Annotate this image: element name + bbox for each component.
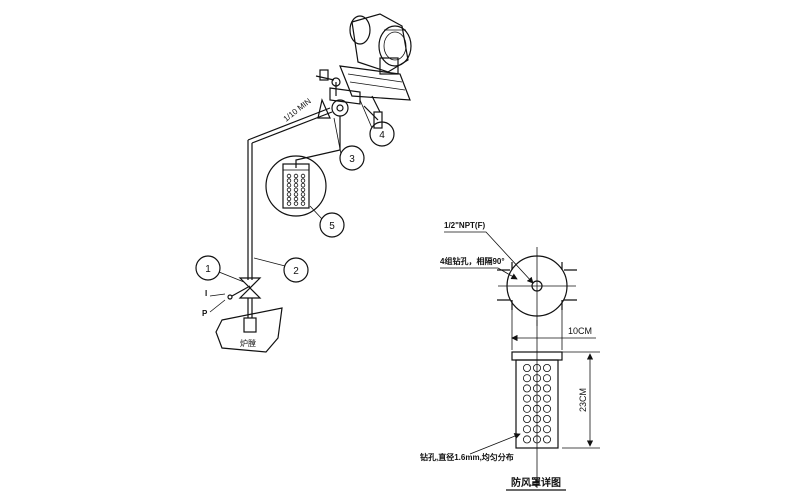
drill-hole [286, 173, 292, 179]
drill-note-leader [469, 433, 521, 455]
drill-hole [293, 173, 299, 179]
drill-hole [300, 173, 306, 179]
drill-hole [523, 404, 532, 413]
drill-hole [293, 201, 299, 206]
drill-hole [300, 182, 306, 188]
height-dimension [562, 351, 600, 449]
drill-hole [543, 374, 552, 383]
callout-4: 4 [359, 99, 395, 147]
isolation-valve-icon [227, 277, 262, 300]
drill-hole [523, 394, 532, 403]
drill-hole [543, 425, 552, 434]
height-dimension-label: 23CM [578, 388, 588, 412]
width-dimension-label: 10CM [568, 326, 592, 336]
drill-hole [293, 187, 299, 192]
wind-cap-detail-circle [265, 155, 327, 217]
drill-hole [533, 425, 542, 434]
drill-hole [293, 182, 299, 188]
drill-hole [300, 201, 306, 206]
drill-hole [543, 384, 552, 393]
valve-mark-p: P [202, 309, 208, 318]
drill-hole [543, 363, 552, 372]
drill-hole [300, 187, 306, 192]
drill-hole [523, 363, 532, 372]
drill-hole [300, 192, 306, 197]
callout-1: 1 [195, 255, 245, 283]
wind-cap-side-view [511, 320, 563, 488]
drill-hole [300, 196, 306, 202]
drill-hole [543, 414, 552, 423]
top-view-icon [497, 247, 577, 326]
callout-5: 5 [309, 205, 345, 238]
svg-text:3: 3 [349, 154, 355, 165]
drill-hole [286, 178, 292, 183]
wind-cap-icon [282, 163, 310, 209]
drill-hole [286, 192, 292, 197]
drill-hole [286, 201, 292, 206]
drill-hole [543, 394, 552, 403]
impulse-line [247, 107, 333, 280]
drill-hole [533, 363, 542, 372]
furnace-tap-fitting [243, 317, 257, 333]
slope-label: 1/10 MIN [282, 96, 313, 123]
npt-leader [444, 231, 534, 284]
drill-hole [286, 187, 292, 192]
manifold-icon [329, 65, 411, 129]
drill-hole [523, 435, 532, 444]
drill-hole [533, 414, 542, 423]
valve-handle-icon [315, 69, 341, 96]
callout-3: 3 [333, 117, 365, 171]
transmitter-icon [349, 13, 412, 75]
furnace-wall-icon [215, 307, 283, 353]
drill-hole [300, 178, 306, 183]
holes-label: 4组钻孔，相隔90° [440, 256, 505, 266]
drill-hole [293, 196, 299, 202]
drill-hole [523, 374, 532, 383]
drill-hole [523, 425, 532, 434]
npt-label: 1/2"NPT(F) [444, 221, 485, 230]
drill-hole [533, 374, 542, 383]
drill-note: 钻孔,直径1.6mm,均匀分布 [420, 452, 514, 462]
holes-leader [440, 267, 518, 280]
svg-text:5: 5 [329, 221, 335, 232]
valve-mark-leaders [209, 293, 226, 313]
svg-text:4: 4 [379, 130, 385, 141]
detail-title: 防风罩详图 [511, 476, 561, 489]
drill-hole [286, 182, 292, 188]
drill-hole [523, 414, 532, 423]
projection-lines [511, 310, 563, 350]
drill-hole [533, 384, 542, 393]
drill-hole [543, 404, 552, 413]
drill-hole [543, 435, 552, 444]
valve-mark-i: I [205, 289, 207, 298]
drill-hole [533, 394, 542, 403]
furnace-label: 炉膛 [240, 338, 256, 348]
svg-text:1: 1 [205, 264, 211, 275]
callout-2: 2 [253, 257, 309, 283]
drill-hole [293, 192, 299, 197]
drill-hole [533, 404, 542, 413]
drill-hole [533, 435, 542, 444]
drill-hole [286, 196, 292, 202]
drill-hole [523, 384, 532, 393]
svg-text:2: 2 [293, 266, 299, 277]
drill-hole [293, 178, 299, 183]
